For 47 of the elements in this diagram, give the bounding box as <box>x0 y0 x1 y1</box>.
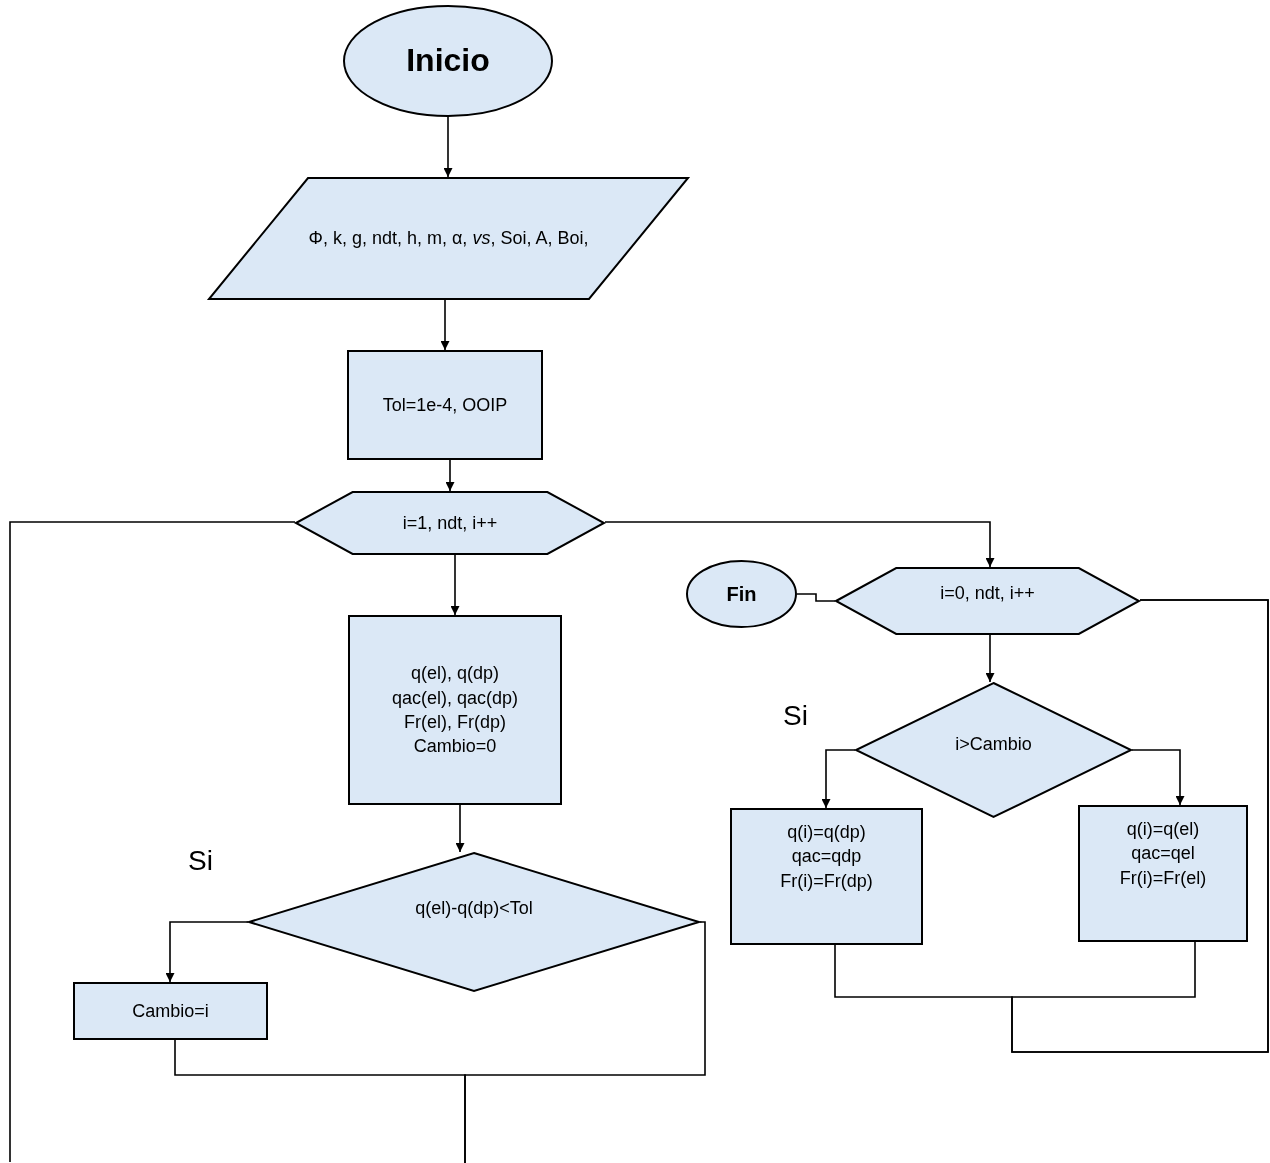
arrow <box>440 299 450 351</box>
node-text: q(el), q(dp) <box>411 662 499 686</box>
arrow <box>445 459 455 492</box>
decision-diamond <box>855 682 1132 818</box>
node-text: Cambio=0 <box>413 735 497 759</box>
arrow <box>443 116 453 178</box>
node-text: Fin <box>726 581 757 607</box>
process-box <box>730 808 923 945</box>
node-text: i>Cambio <box>955 732 1032 756</box>
process-box <box>347 350 543 460</box>
branch-label: Si <box>188 845 213 877</box>
node-text: q(i)=q(el) <box>1126 818 1200 842</box>
arrow <box>604 521 995 568</box>
loop-hexagon <box>835 567 1140 635</box>
node-text: qac=qel <box>1131 842 1195 866</box>
process-box <box>1078 805 1248 942</box>
arrow <box>165 921 249 983</box>
loop-hexagon <box>295 491 605 555</box>
connector-line <box>1011 599 1269 1053</box>
node-text: qac(el), qac(dp) <box>391 686 519 710</box>
process-box <box>348 615 562 805</box>
process-box <box>73 982 268 1040</box>
node-text: Fr(i)=Fr(el) <box>1119 866 1207 890</box>
node-text: i=0, ndt, i++ <box>940 581 1035 605</box>
node-text: i=1, ndt, i++ <box>402 511 498 535</box>
node-text: Inicio <box>406 41 490 81</box>
connector-line <box>796 593 836 602</box>
decision-diamond <box>248 852 700 992</box>
node-text: Tol=1e-4, OOIP <box>382 393 508 417</box>
connector-line <box>464 921 706 1163</box>
arrow <box>821 749 856 809</box>
arrow <box>450 554 460 616</box>
node-text: q(el)-q(dp)<Tol <box>415 896 533 920</box>
node-text: q(i)=q(dp) <box>787 821 866 845</box>
node-text: qac=qdp <box>791 845 862 869</box>
arrow <box>455 804 465 853</box>
arrow <box>1131 749 1185 806</box>
start-ellipse <box>343 5 553 117</box>
branch-label: Si <box>783 700 808 732</box>
node-text: Fr(i)=Fr(dp) <box>780 869 873 893</box>
end-ellipse <box>686 560 797 628</box>
node-text: Fr(el), Fr(dp) <box>404 711 506 734</box>
node-text: Cambio=i <box>132 999 209 1023</box>
arrow <box>985 634 995 683</box>
connector-line <box>9 521 296 1163</box>
node-text: Φ, k, g, ndt, h, m, α, vs, Soi, A, Boi, <box>307 227 590 251</box>
input-parallelogram <box>208 177 689 300</box>
